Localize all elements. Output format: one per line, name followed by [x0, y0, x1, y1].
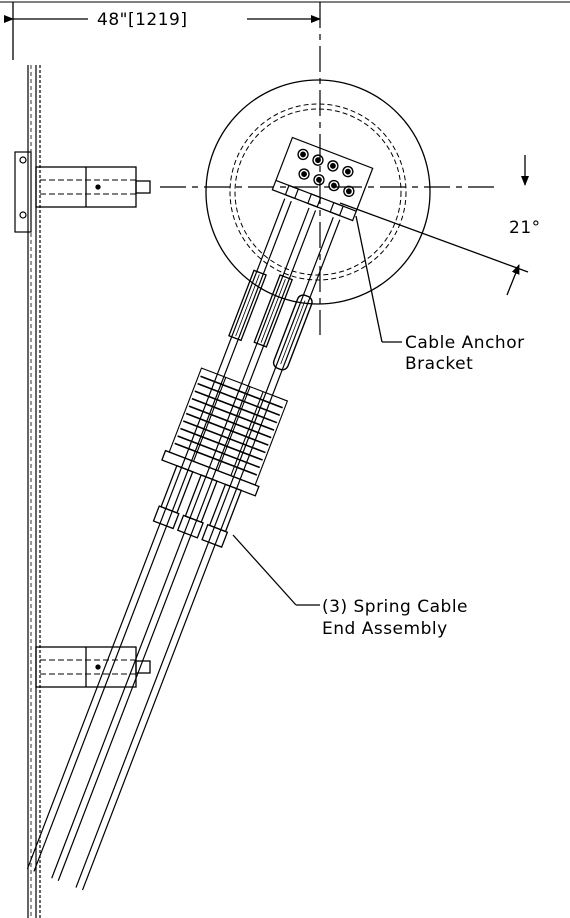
cable-1	[26, 198, 292, 872]
width-dimension	[0, 1, 570, 60]
spring-cable-label-line2: End Assembly	[322, 619, 448, 639]
cable-anchor-bracket	[271, 136, 374, 222]
spring-block	[161, 367, 289, 497]
cable-3	[75, 217, 341, 891]
angle-dimension	[339, 155, 529, 296]
spring-cable-assemblies	[26, 198, 341, 891]
lower-arm	[35, 646, 151, 688]
end-fittings	[152, 464, 243, 548]
anchor-bracket-label-line1: Cable Anchor	[405, 333, 525, 353]
angle-label: 21°	[509, 218, 541, 238]
circular-plate	[205, 79, 431, 305]
anchor-bracket-leader	[355, 215, 402, 343]
spring-cable-leader	[232, 534, 320, 606]
anchor-bracket-label-line2: Bracket	[405, 354, 473, 374]
center-lines	[160, 2, 500, 335]
width-dimension-label: 48"[1219]	[97, 10, 187, 30]
spring-cable-label-line1: (3) Spring Cable	[322, 597, 468, 617]
upper-arm	[35, 166, 151, 208]
cable-2	[51, 207, 317, 881]
